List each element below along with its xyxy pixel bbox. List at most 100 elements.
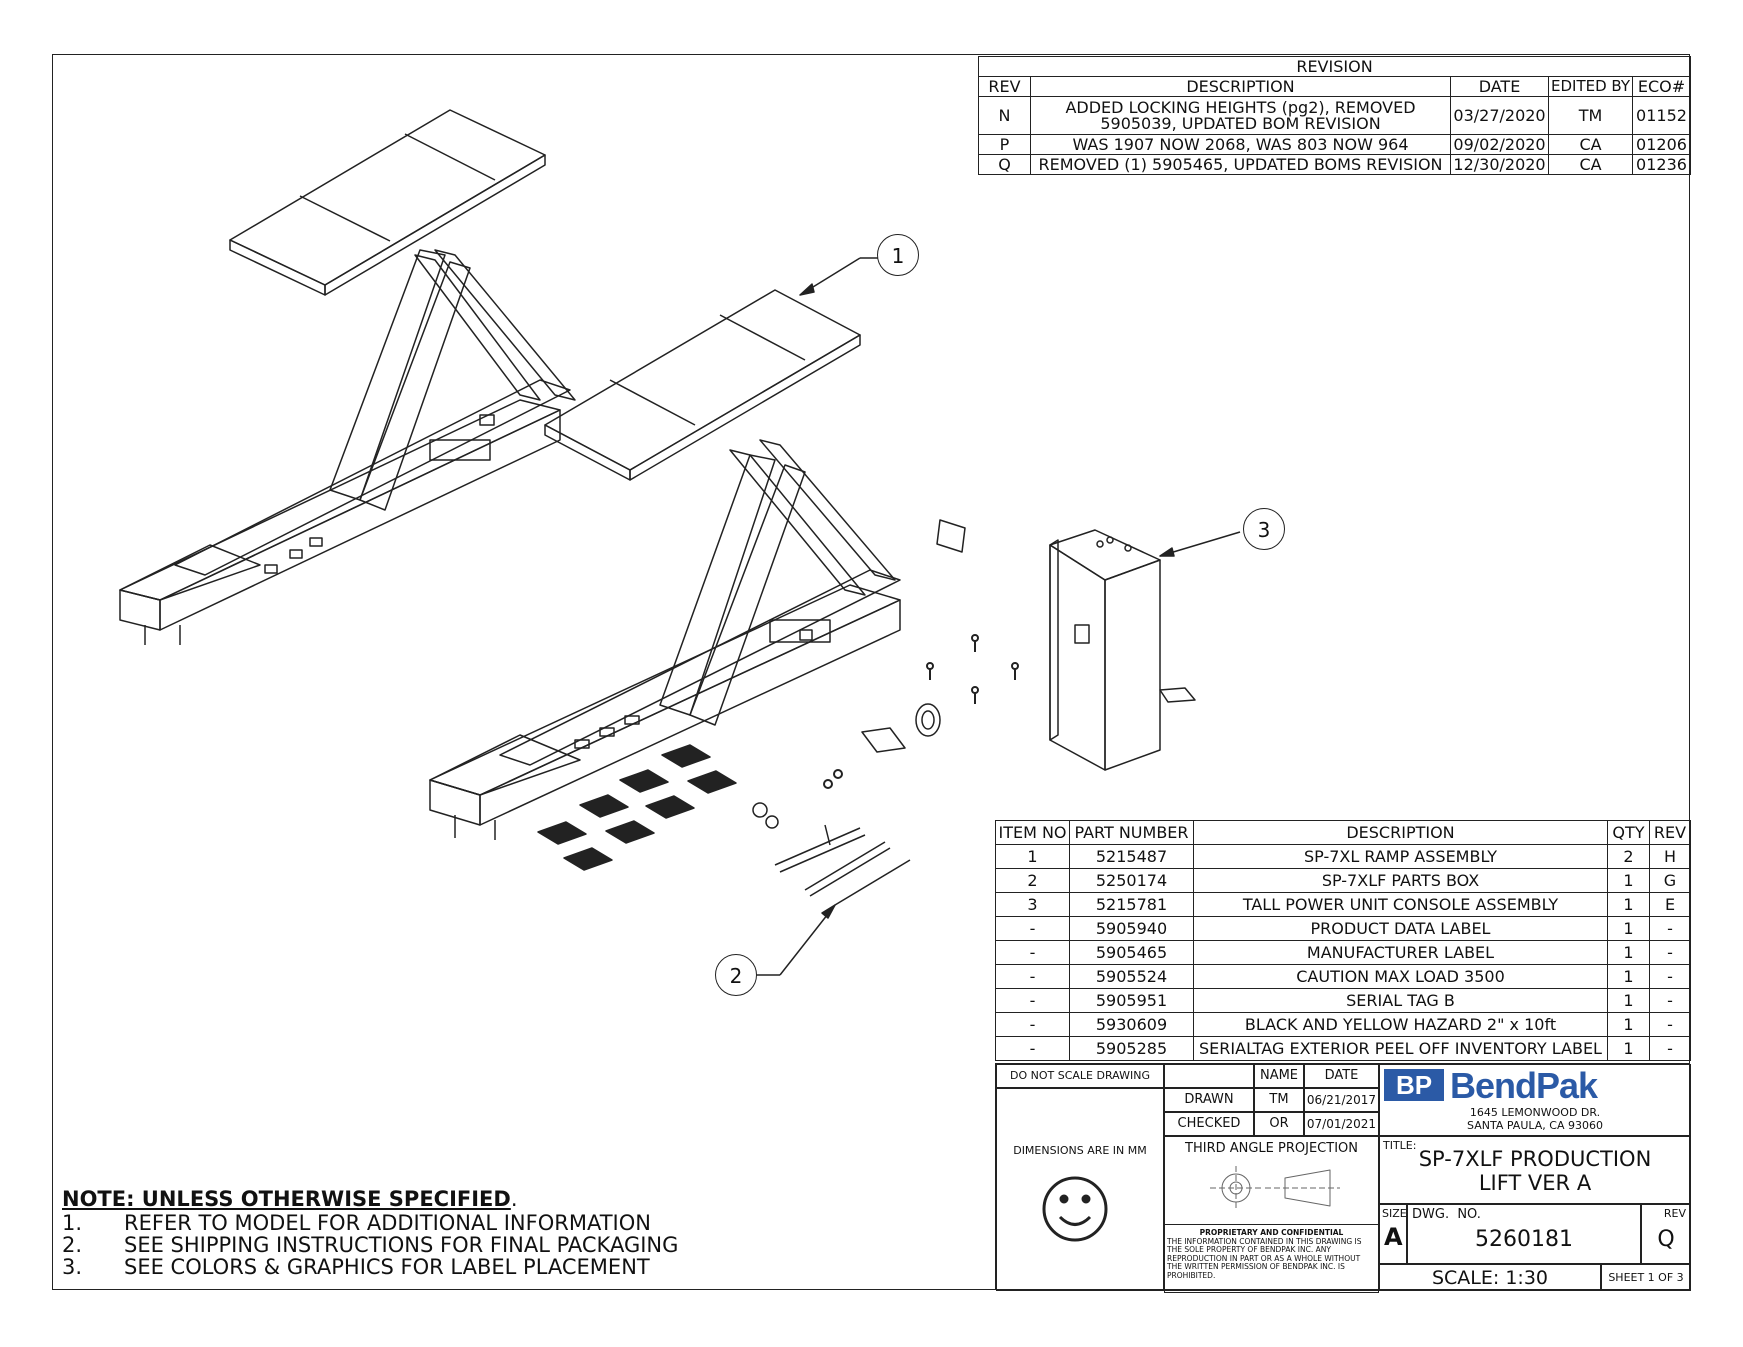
revision-table: REVISION REV DESCRIPTION DATE EDITED BY … bbox=[978, 56, 1691, 175]
ramp-left bbox=[119, 109, 576, 645]
bom-header: DESCRIPTION bbox=[1193, 820, 1608, 845]
proprietary-cell: PROPRIETARY AND CONFIDENTIAL THE INFORMA… bbox=[1164, 1224, 1379, 1291]
bom-qty: 1 bbox=[1607, 988, 1650, 1013]
drawn-name: TM bbox=[1254, 1088, 1304, 1112]
name-header: NAME bbox=[1254, 1064, 1304, 1088]
bendpak-logo: BendPak bbox=[1450, 1065, 1598, 1106]
bom-qty: 2 bbox=[1607, 844, 1650, 869]
bom-description: BLACK AND YELLOW HAZARD 2" x 10ft bbox=[1193, 1012, 1608, 1037]
revision-header-row: REV DESCRIPTION DATE EDITED BY ECO# bbox=[978, 76, 1691, 97]
bom-item-no: - bbox=[995, 1036, 1070, 1061]
rev-cell: Q bbox=[978, 154, 1031, 175]
bom-description: SP-7XLF PARTS BOX bbox=[1193, 868, 1608, 893]
rev-label: REV bbox=[1663, 1207, 1686, 1220]
rev-edited-by: CA bbox=[1548, 154, 1633, 175]
bom-description: CAUTION MAX LOAD 3500 bbox=[1193, 964, 1608, 989]
bom-part-number: 5905524 bbox=[1069, 964, 1194, 989]
note-number: 1. bbox=[62, 1211, 83, 1235]
revision-row: N ADDED LOCKING HEIGHTS (pg2), REMOVED 5… bbox=[978, 96, 1691, 135]
revision-header: EDITED BY bbox=[1548, 76, 1633, 97]
scale-value: SCALE: 1:30 bbox=[1431, 1267, 1549, 1289]
bom-part-number: 5930609 bbox=[1069, 1012, 1194, 1037]
company-cell: BP BendPak 1645 LEMONWOOD DR. SANTA PAUL… bbox=[1379, 1064, 1691, 1136]
bom-qty: 1 bbox=[1607, 964, 1650, 989]
note-number: 2. bbox=[62, 1233, 83, 1257]
dwg-number: 5260181 bbox=[1475, 1227, 1573, 1252]
size-cell: SIZE A bbox=[1379, 1204, 1407, 1264]
note-text: REFER TO MODEL FOR ADDITIONAL INFORMATIO… bbox=[124, 1211, 651, 1235]
bom-header: QTY bbox=[1607, 820, 1650, 845]
proprietary-text: THE INFORMATION CONTAINED IN THIS DRAWIN… bbox=[1167, 1236, 1362, 1280]
rev-eco: 01152 bbox=[1632, 96, 1691, 135]
rev-description: REMOVED (1) 5905465, UPDATED BOMS REVISI… bbox=[1030, 154, 1451, 175]
rev-edited-by: TM bbox=[1548, 96, 1633, 135]
rev-eco: 01206 bbox=[1632, 134, 1691, 155]
revision-header: DESCRIPTION bbox=[1030, 76, 1451, 97]
bom-item-no: - bbox=[995, 964, 1070, 989]
bom-description: SERIAL TAG B bbox=[1193, 988, 1608, 1013]
drawn-date: 06/21/2017 bbox=[1304, 1088, 1379, 1112]
note-number: 3. bbox=[62, 1255, 83, 1279]
bom-description: SP-7XL RAMP ASSEMBLY bbox=[1193, 844, 1608, 869]
do-not-scale: DO NOT SCALE DRAWING bbox=[996, 1064, 1164, 1088]
projection-label: THIRD ANGLE PROJECTION bbox=[1185, 1141, 1358, 1156]
bom-rev: - bbox=[1649, 916, 1691, 941]
projection-symbol bbox=[1210, 1166, 1340, 1210]
rev-date: 03/27/2020 bbox=[1450, 96, 1549, 135]
dwg-cell: DWG. NO. 5260181 bbox=[1407, 1204, 1641, 1264]
label-plate bbox=[936, 519, 966, 553]
bom-rev: E bbox=[1649, 892, 1691, 917]
size-label: SIZE bbox=[1382, 1207, 1407, 1220]
notes-block: NOTE: UNLESS OTHERWISE SPECIFIED. bbox=[62, 1187, 518, 1211]
checked-date: 07/01/2021 bbox=[1304, 1112, 1379, 1136]
rev-cell: N bbox=[978, 96, 1031, 135]
proprietary-title: PROPRIETARY AND CONFIDENTIAL bbox=[1199, 1228, 1344, 1237]
hazard-tape-tag bbox=[861, 727, 906, 753]
bom-rev: - bbox=[1649, 940, 1691, 965]
balloon-1: 1 bbox=[877, 234, 919, 276]
date-header: DATE bbox=[1304, 1064, 1379, 1088]
sheet-cell: SHEET 1 OF 3 bbox=[1601, 1264, 1691, 1291]
bom-item-no: - bbox=[995, 1012, 1070, 1037]
bp-logo-mark: BP bbox=[1384, 1069, 1444, 1101]
title-block: DO NOT SCALE DRAWING DIMENSIONS ARE IN M… bbox=[995, 1063, 1691, 1293]
bolts bbox=[823, 634, 1019, 789]
bom-header: ITEM NO bbox=[995, 820, 1070, 845]
bom-rev: G bbox=[1649, 868, 1691, 893]
bom-qty: 1 bbox=[1607, 940, 1650, 965]
bom-item-no: 2 bbox=[995, 868, 1070, 893]
revision-header: DATE bbox=[1450, 76, 1549, 97]
rev-description: WAS 1907 NOW 2068, WAS 803 NOW 964 bbox=[1030, 134, 1451, 155]
rev-cell: P bbox=[978, 134, 1031, 155]
bom-qty: 1 bbox=[1607, 868, 1650, 893]
bom-rev: - bbox=[1649, 964, 1691, 989]
bom-item-no: - bbox=[995, 916, 1070, 941]
note-item: 2.SEE SHIPPING INSTRUCTIONS FOR FINAL PA… bbox=[62, 1234, 678, 1256]
bom-rev: H bbox=[1649, 844, 1691, 869]
bom-rev: - bbox=[1649, 988, 1691, 1013]
bom-qty: 1 bbox=[1607, 1036, 1650, 1061]
checked-name: OR bbox=[1254, 1112, 1304, 1136]
dimensions-note: DIMENSIONS ARE IN MM bbox=[1013, 1144, 1147, 1157]
bom-description: PRODUCT DATA LABEL bbox=[1193, 916, 1608, 941]
bom-header-row: ITEM NO PART NUMBER DESCRIPTION QTY REV bbox=[995, 820, 1691, 845]
rev-date: 09/02/2020 bbox=[1450, 134, 1549, 155]
bom-qty: 1 bbox=[1607, 1012, 1650, 1037]
drawing-border bbox=[52, 54, 1690, 1290]
bom-rev: - bbox=[1649, 1036, 1691, 1061]
dwg-label: DWG. NO. bbox=[1412, 1207, 1481, 1222]
bom-part-number: 5250174 bbox=[1069, 868, 1194, 893]
bom-header: PART NUMBER bbox=[1069, 820, 1194, 845]
revision-header: REV bbox=[978, 76, 1031, 97]
rev-edited-by: CA bbox=[1548, 134, 1633, 155]
rev-cell: REV Q bbox=[1641, 1204, 1691, 1264]
bom-qty: 1 bbox=[1607, 892, 1650, 917]
note-item: 3.SEE COLORS & GRAPHICS FOR LABEL PLACEM… bbox=[62, 1256, 650, 1278]
bom-header: REV bbox=[1649, 820, 1691, 845]
drawing-title-line-1: SP-7XLF PRODUCTION bbox=[1418, 1147, 1652, 1171]
rubber-blocks bbox=[537, 744, 737, 871]
